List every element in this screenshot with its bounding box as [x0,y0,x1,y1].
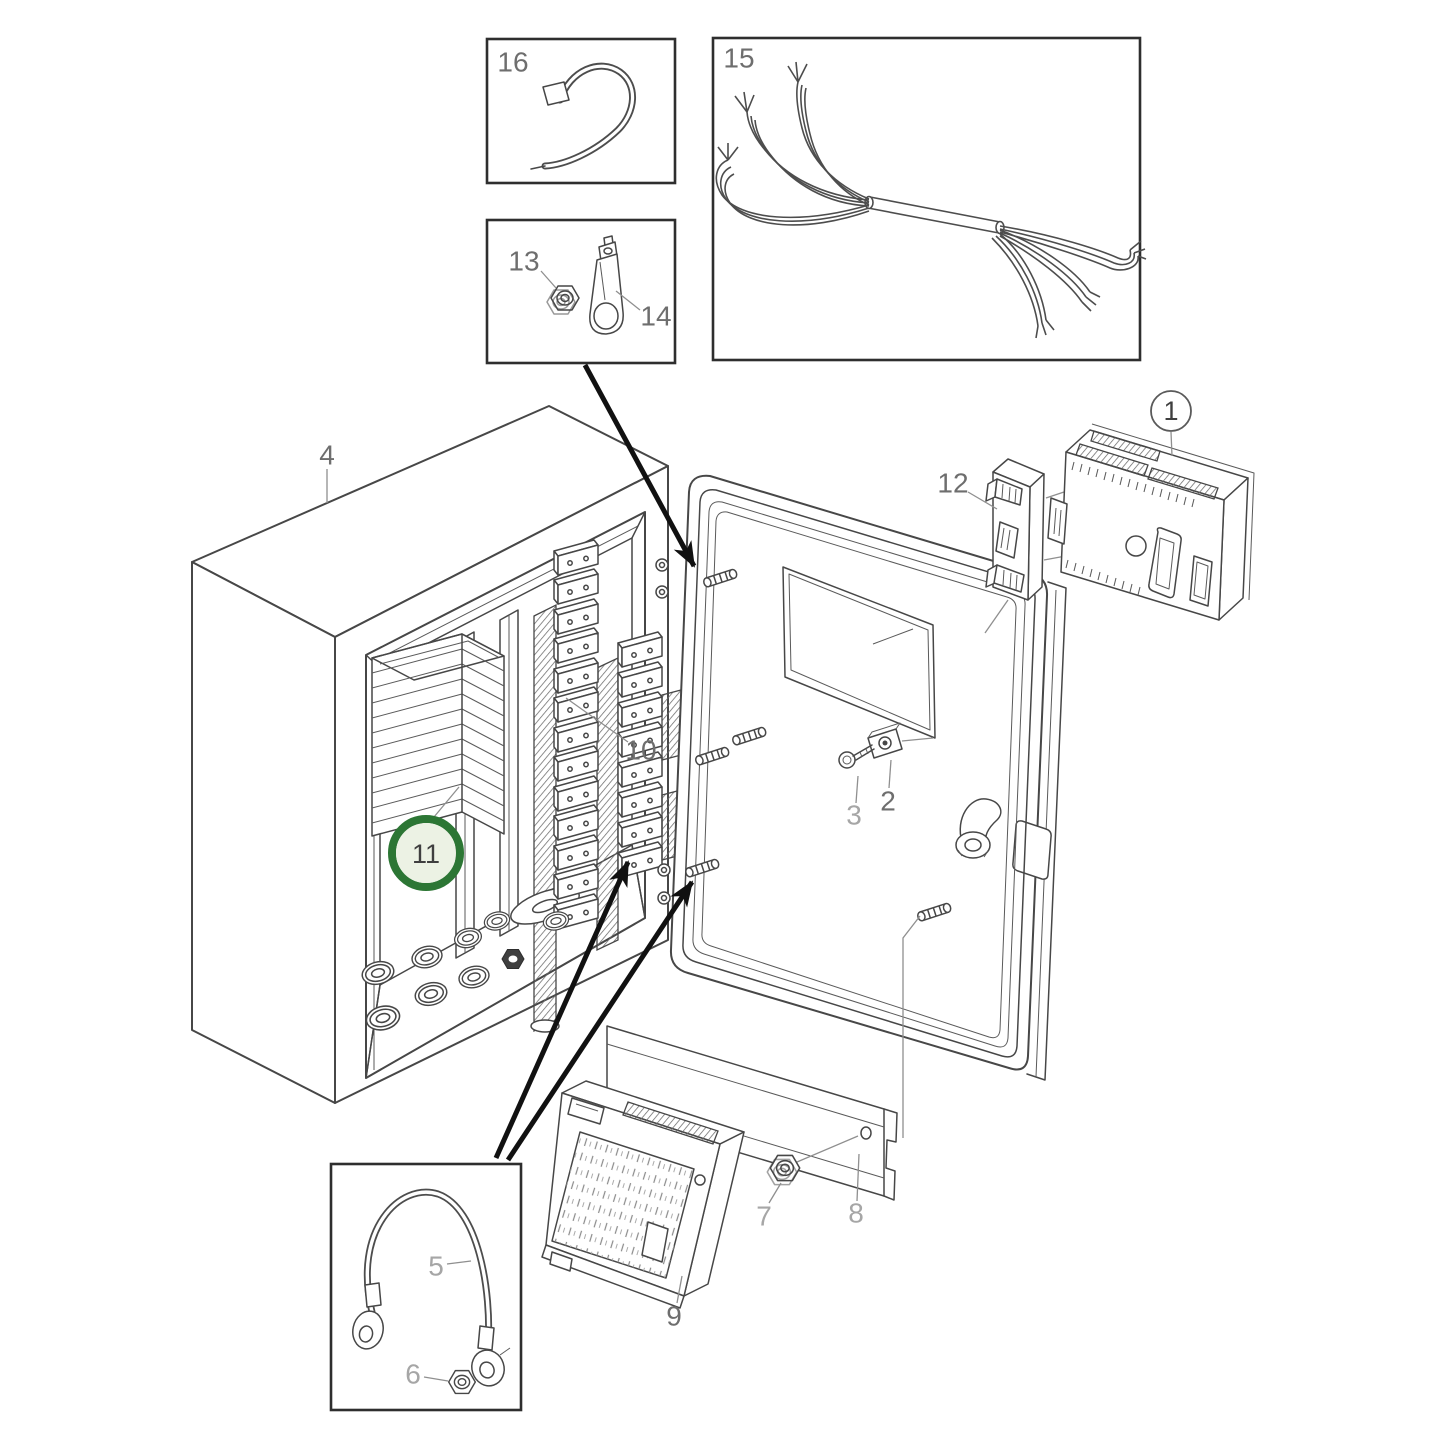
highlight-ring[interactable] [388,815,464,891]
cabinet-enclosure: 4 10 [191,405,701,1104]
ring-terminal-left [352,1310,384,1350]
window-screw-part-3 [838,744,875,769]
inset-box-harness: 15 [711,36,1147,362]
assembly-arrows [493,363,697,1162]
part-label-8: 8 [848,1197,864,1228]
window-clip-part-2 [867,722,903,759]
part-label-10: 10 [625,734,656,765]
part-label-14: 14 [640,300,671,331]
module-9 [541,1080,745,1309]
part-label-5: 5 [428,1250,444,1281]
floor-dark-nut [501,949,525,969]
part-label-1[interactable]: 1 [1163,396,1178,426]
arrow-cable-to-hinge [505,880,695,1162]
terminal-block-stack-11 [371,633,505,837]
part-label-16: 16 [497,46,528,77]
arrow-cable-to-terminal [493,860,631,1160]
ring-terminal-right [471,1347,511,1387]
part-label-15: 15 [723,42,754,73]
module-1-vents [1065,461,1195,596]
din-rail-8 [606,1025,898,1201]
inset-box-ground-cable: 5 6 [329,1162,523,1412]
ground-cable-drawing [352,1188,511,1395]
nut-6 [447,1369,477,1395]
leader-pin-to-rail [902,915,921,1138]
door-latch-keeper [1012,820,1052,880]
highlight-fill[interactable] [396,823,456,883]
door-display-window [782,566,936,742]
part-label-6: 6 [405,1358,421,1389]
arrow-clamp-to-hinge [582,363,697,568]
part-label-13: 13 [508,245,539,276]
part-label-9: 9 [666,1300,682,1331]
inset-box-clamp: 13 14 [485,218,677,365]
part-hotspot-1[interactable]: 1 [1150,390,1192,457]
part-label-12: 12 [937,467,968,498]
p-clamp-drawing [589,235,624,335]
inset-box-cable-tie: 16 [485,37,677,185]
part-label-2: 2 [880,785,896,816]
part-label-7: 7 [756,1200,772,1231]
part-label-4: 4 [319,439,335,470]
dsub-connector [1148,527,1182,599]
door-latch[interactable] [955,798,1002,859]
terminal-rail-1 [533,603,557,1033]
part-label-3: 3 [846,799,862,830]
cable-tie-drawing [530,62,636,170]
wire-harness-drawing [715,61,1147,339]
part-hotspot-11[interactable]: 11 [388,786,464,891]
module-1 [1047,423,1255,621]
module-12 [984,458,1083,634]
terminal-strip-column-1 [553,539,599,930]
cabinet-door [669,474,1067,1081]
part-label-11[interactable]: 11 [412,839,440,869]
